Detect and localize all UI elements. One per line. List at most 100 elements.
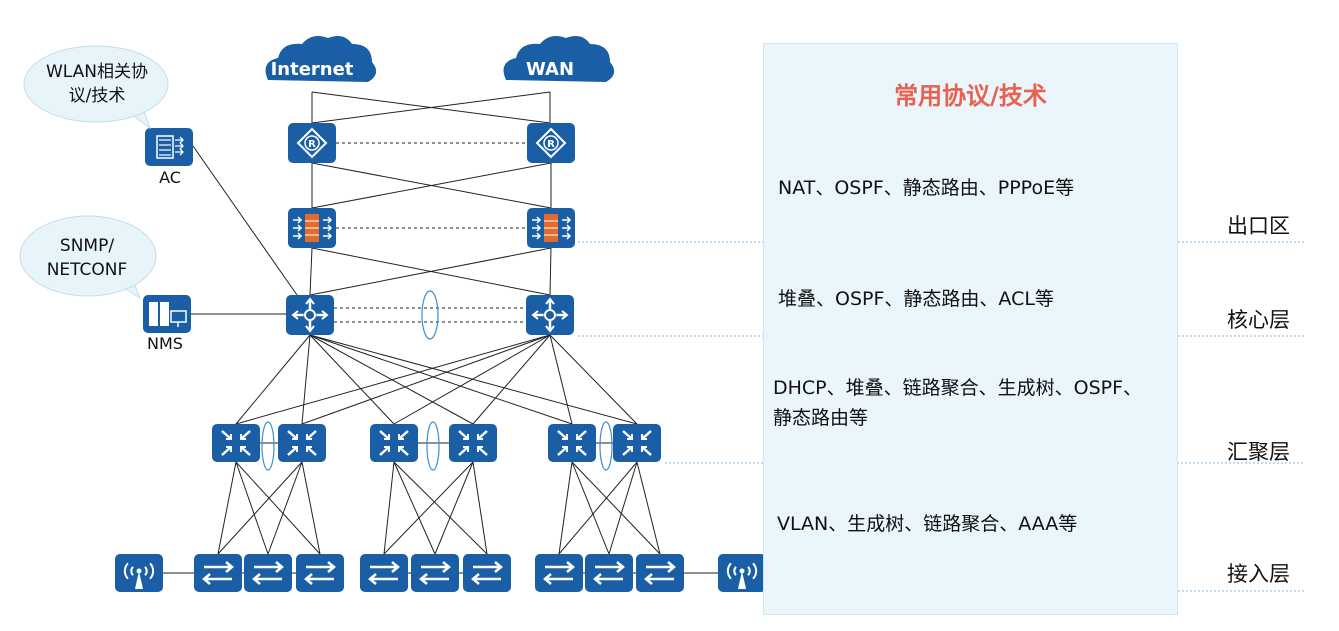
agg-switch-arrow (240, 446, 251, 456)
link (393, 461, 488, 555)
access-switch-arrow (471, 573, 501, 585)
link (472, 461, 488, 555)
agg-switch-arrowhead (562, 434, 568, 440)
agg-switch-arrowhead (292, 446, 298, 452)
access-switch-arrow (593, 573, 623, 585)
core-switch-icon (304, 309, 316, 321)
core-switch-icon (544, 309, 556, 321)
access-switch-8 (585, 554, 633, 592)
protocol-line: DHCP、堆叠、链路聚合、生成树、OSPF、 (773, 377, 1143, 399)
firewall-arrow-icon (323, 232, 333, 240)
device-body (613, 424, 661, 462)
access-switch-arrow (370, 561, 400, 573)
agg-switch-arrowhead (384, 434, 390, 440)
ap-wave-icon (130, 566, 134, 576)
firewall-arrow-icon (562, 232, 572, 240)
access-switch-arrow (202, 573, 232, 585)
core-switch-arrowheads (531, 297, 569, 333)
ap-wave-icon (752, 562, 758, 580)
access-switch-arrow (595, 561, 625, 573)
core-stack-ring (421, 290, 439, 340)
access-switch-arrow (545, 561, 575, 573)
link (301, 334, 551, 425)
device-body (463, 554, 511, 592)
device-body (286, 295, 334, 335)
agg-switch-arrowhead (463, 434, 469, 440)
device-body (370, 424, 418, 462)
device-body (636, 554, 684, 592)
bubble-shape (23, 45, 169, 123)
device-body (548, 424, 596, 462)
bubble-snmp-text: SNMP/ NETCONF (22, 234, 152, 282)
link (549, 334, 573, 425)
layer-label-access: 接入层 (1227, 562, 1290, 586)
link (235, 461, 269, 555)
links (163, 91, 718, 574)
access-switch-arrow (204, 561, 234, 573)
aggregation-switch-1 (212, 424, 260, 462)
access-switch-7 (535, 554, 583, 592)
protocol-aggregation: DHCP、堆叠、链路聚合、生成树、OSPF、 静态路由等 (773, 373, 1142, 433)
ac-icon-arrow (175, 148, 184, 156)
agg-switch-arrowhead (477, 434, 483, 440)
cloud-shape (503, 36, 615, 82)
nms-server-icon (149, 302, 158, 326)
firewall-arrow-icon (562, 224, 572, 232)
aggregation-switch-2 (278, 424, 326, 462)
link (192, 145, 298, 296)
device-body (278, 424, 326, 462)
agg-switch-arrowhead (398, 434, 404, 440)
core-switch-left (286, 295, 334, 335)
agg-switch-arrow (576, 430, 587, 440)
core-switch-arrowheads (291, 297, 329, 333)
agg-switch-arrow (379, 446, 390, 456)
ap-left (115, 554, 163, 592)
router-left: R (288, 123, 336, 163)
aggregation-switch-5 (548, 424, 596, 462)
router-icon (535, 127, 567, 159)
aggregation-switch-6 (613, 424, 661, 462)
access-switch-arrow (419, 573, 449, 585)
device-body (212, 424, 260, 462)
link (636, 461, 661, 555)
link (309, 334, 395, 425)
agg-switch-arrow (306, 446, 317, 456)
router-icon-letter: R (308, 139, 316, 150)
agg-switch-arrow (287, 430, 298, 440)
link (309, 247, 313, 296)
access-switch-arrow (644, 573, 674, 585)
agg-switch-arrowhead (641, 446, 647, 452)
agg-stack-ring-3 (599, 421, 613, 471)
link (558, 461, 638, 555)
agg-stack-ring-2 (426, 421, 440, 471)
access-switch-arrow (304, 573, 334, 585)
ap-antenna-icon (135, 571, 143, 589)
core-switch-right (526, 295, 574, 335)
ap-wave-icon (123, 562, 129, 580)
device-body (411, 554, 459, 592)
agg-switch-arrowhead (477, 446, 483, 452)
agg-switch-arrow (622, 430, 633, 440)
access-switch-arrow (543, 573, 573, 585)
bubble-line: SNMP/ (59, 236, 115, 256)
agg-switch-arrow (622, 446, 633, 456)
link (383, 461, 474, 555)
device-body (288, 123, 336, 163)
bubble-wlan (23, 45, 169, 130)
link (608, 461, 638, 555)
agg-switch-arrow (477, 430, 488, 440)
agg-switch-arrowhead (292, 434, 298, 440)
link (309, 334, 474, 425)
device-body (449, 424, 497, 462)
cloud-shape (265, 36, 377, 82)
link (309, 334, 638, 425)
router-icon-letter: R (547, 139, 555, 150)
firewall-arrow-icon (323, 216, 333, 224)
access-switch-5 (411, 554, 459, 592)
agg-switch-arrow (641, 446, 652, 456)
agg-stack-ring-1 (261, 421, 275, 471)
agg-switch-arrowhead (627, 434, 633, 440)
wan-cloud: WAN (503, 36, 615, 82)
router-icon-ring (543, 135, 559, 151)
